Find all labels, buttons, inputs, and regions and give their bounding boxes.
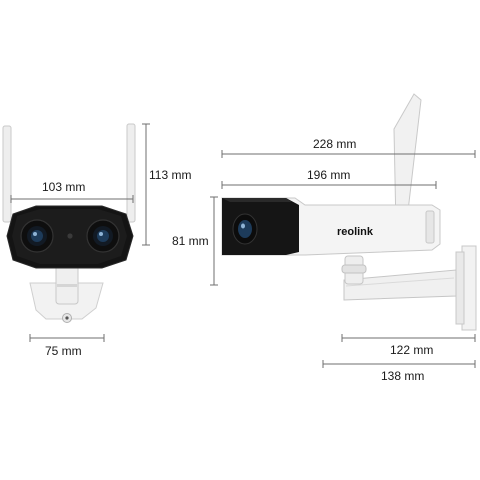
mount-depth-label: 122 mm bbox=[390, 343, 434, 357]
right-antenna bbox=[126, 123, 136, 223]
front-base-label: 75 mm bbox=[45, 344, 82, 358]
mount-depth-dimension bbox=[341, 334, 476, 342]
front-left-lens bbox=[20, 219, 54, 253]
side-height-dimension bbox=[210, 196, 218, 286]
left-antenna bbox=[2, 125, 12, 223]
side-total-length-dimension bbox=[221, 150, 476, 158]
front-width-dimension bbox=[10, 195, 134, 203]
side-height-label: 81 mm bbox=[172, 234, 209, 248]
front-right-lens bbox=[86, 219, 120, 253]
side-body-length-label: 196 mm bbox=[307, 168, 351, 182]
front-view-camera bbox=[2, 123, 136, 323]
side-total-length-label: 228 mm bbox=[313, 137, 357, 151]
front-light-sensor bbox=[67, 233, 73, 239]
front-height-dimension bbox=[142, 123, 150, 246]
brand-logo: reolink bbox=[337, 226, 374, 238]
front-width-label: 103 mm bbox=[42, 180, 86, 194]
front-height-label: 113 mm bbox=[149, 168, 192, 182]
mount-total-depth-dimension bbox=[322, 360, 476, 368]
mount-total-depth-label: 138 mm bbox=[381, 369, 425, 383]
side-body-length-dimension bbox=[221, 181, 437, 189]
side-view-camera: reolink bbox=[221, 93, 477, 331]
side-lens bbox=[232, 213, 258, 245]
front-base-dimension bbox=[29, 334, 105, 342]
side-mount-arm bbox=[343, 269, 457, 301]
